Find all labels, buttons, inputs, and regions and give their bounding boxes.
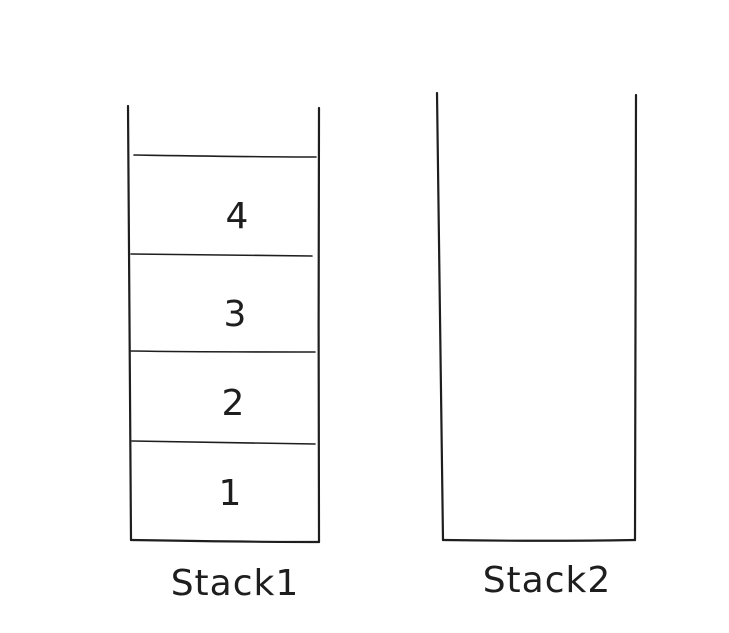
stack2-label: Stack2 [483,560,612,601]
stack1-divider-4-3 [130,253,313,257]
stack1-item: 4 [226,196,249,237]
stack1-divider-3-2 [130,350,316,353]
stack1-item: 1 [219,473,242,514]
stack1-item: 3 [224,294,247,335]
stack1-divider-2-1 [131,440,316,445]
stack1-item: 2 [222,383,245,424]
stack2-left-wall [435,91,445,542]
stack1-left-wall [126,104,133,542]
stack1-divider-top [133,154,317,158]
stack1-label: Stack1 [171,563,300,604]
stack2-bottom [441,538,637,542]
stack2-right-wall [633,93,638,542]
stack1-container: 4 3 2 1 [126,104,321,544]
stack1-bottom [129,538,321,544]
stack2-container [435,91,638,542]
